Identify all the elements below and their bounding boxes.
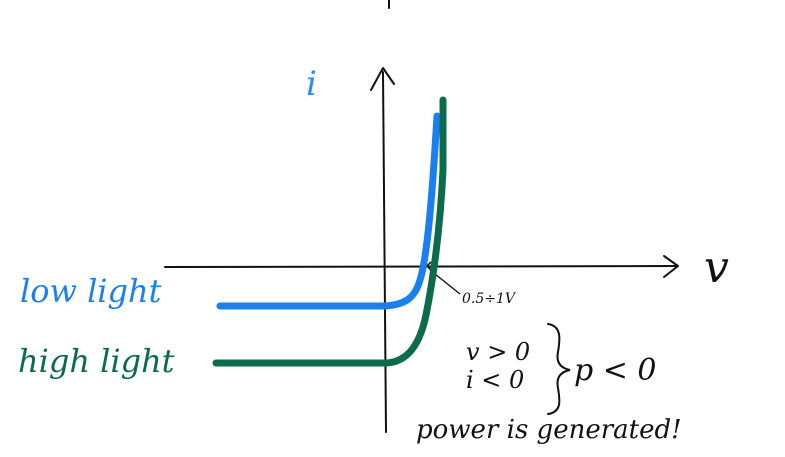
tick-annotation: 0.5÷1V bbox=[462, 291, 517, 307]
power-sign: p < 0 bbox=[574, 353, 657, 388]
curly-brace bbox=[547, 323, 571, 415]
current-axis-label: i bbox=[306, 64, 317, 104]
low-light-curve bbox=[216, 112, 441, 310]
voltage-axis-arrowhead bbox=[663, 255, 679, 278]
condition-i: i < 0 bbox=[466, 366, 524, 394]
high-light-curve bbox=[212, 96, 447, 367]
low-light-label: low light bbox=[20, 272, 162, 310]
current-axis-arrowhead bbox=[370, 67, 395, 91]
voltage-axis-label: v bbox=[704, 242, 729, 293]
high-light-label: high light bbox=[18, 342, 175, 380]
power-note: power is generated! bbox=[416, 415, 682, 445]
condition-v: v > 0 bbox=[466, 338, 530, 366]
current-axis-line bbox=[382, 71, 387, 433]
